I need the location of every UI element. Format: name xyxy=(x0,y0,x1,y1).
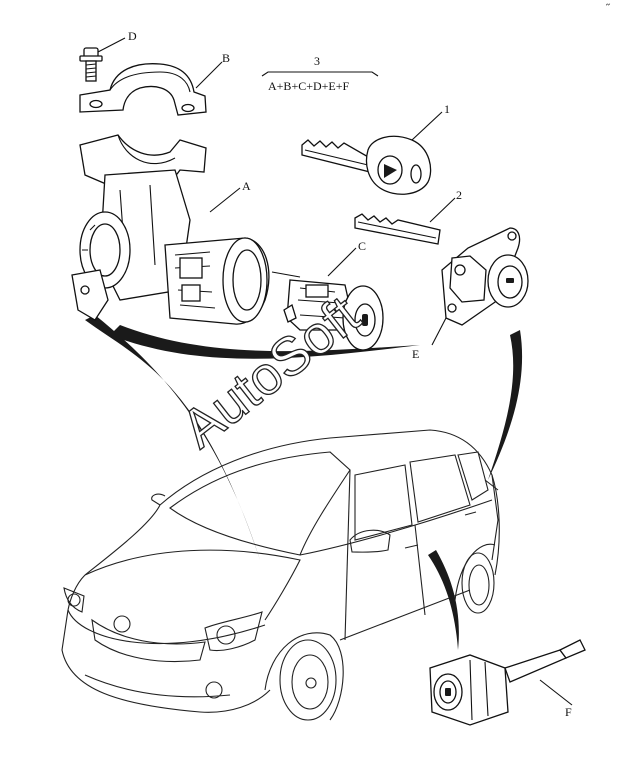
label-e: E xyxy=(412,347,419,361)
label-b: B xyxy=(222,51,230,65)
assembly-formula: A+B+C+D+E+F xyxy=(268,79,350,93)
label-d: D xyxy=(128,29,137,43)
door-lock-part-e: E xyxy=(412,227,529,361)
connector-swooshes xyxy=(85,315,523,650)
bolt-part-d: D xyxy=(79,29,137,82)
set-label-3: 3 A+B+C+D+E+F xyxy=(261,54,379,93)
blade-part-2: 2 xyxy=(354,188,462,245)
label-1: 1 xyxy=(444,102,450,116)
label-a: A xyxy=(242,179,251,193)
label-2: 2 xyxy=(456,188,462,202)
corner-mark: ˝ xyxy=(605,1,611,15)
lock-cylinder-part-c: C xyxy=(271,239,384,351)
key-part-1: 1 xyxy=(301,102,450,195)
label-3: 3 xyxy=(314,54,320,68)
clamp-part-b: B xyxy=(79,51,230,116)
tailgate-lock-part-f: F xyxy=(429,639,586,726)
car-body xyxy=(61,429,500,721)
label-c: C xyxy=(358,239,366,253)
lock-housing-part-a: A xyxy=(71,134,270,325)
label-f: F xyxy=(565,705,572,719)
